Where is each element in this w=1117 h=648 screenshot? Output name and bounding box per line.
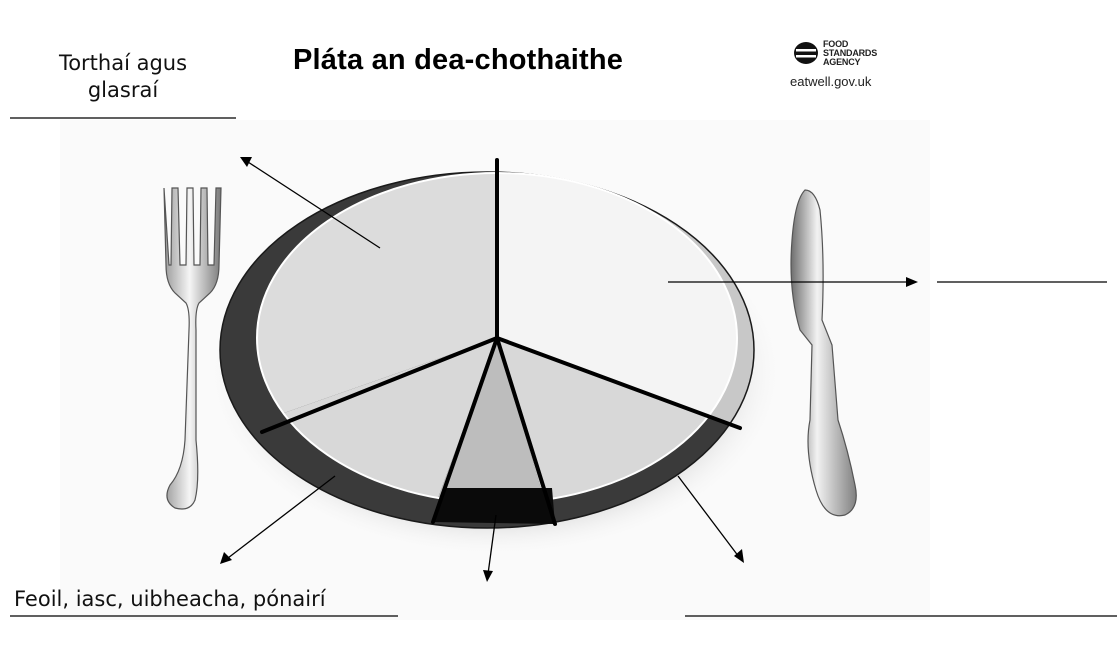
fsa-logo-icon [794,42,818,64]
fsa-url: eatwell.gov.uk [790,74,872,89]
arrow-dairy [677,475,740,558]
plate-dividers [260,158,742,526]
arrow-protein [227,475,336,559]
arrows [227,161,912,575]
knife-icon [790,189,857,517]
label-fruit-veg: Torthaí agus glasraí [58,51,188,102]
rim-fat-sugar [433,488,555,524]
arrowheads [220,157,918,582]
segment-fat-sugar [430,338,550,503]
arrow-fruit-veg [247,161,381,249]
label-protein: Feoil, iasc, uibheacha, pónairí [14,587,326,611]
fork-icon [163,187,222,510]
diagram-title: Pláta an dea-chothaithe [293,44,624,76]
plate-edge [219,171,755,529]
arrow-fat-sugar [487,514,497,575]
label-underlines [10,117,1117,617]
fsa-logo-text: FOOD STANDARDS AGENCY [823,39,878,67]
